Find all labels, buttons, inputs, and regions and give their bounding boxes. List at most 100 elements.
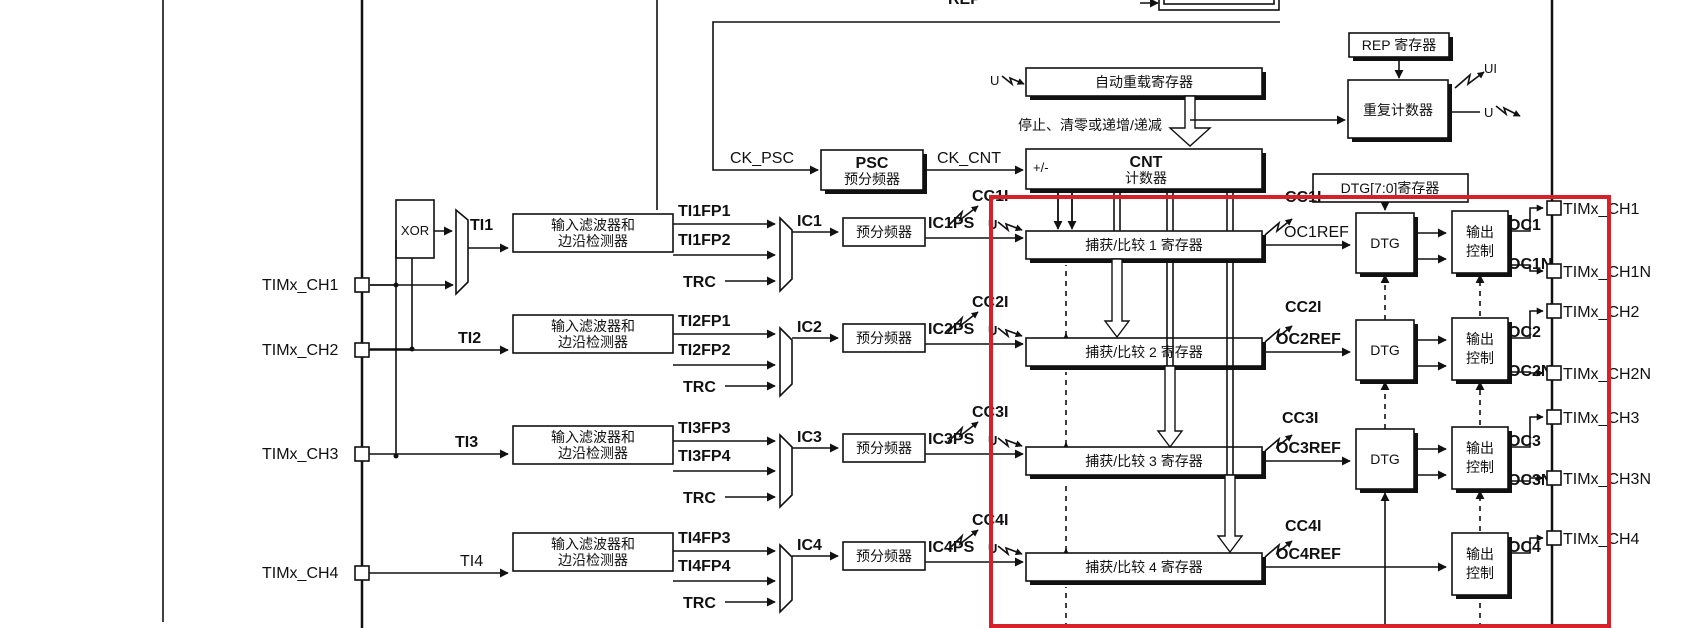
ocref-label: OC3REF — [1276, 440, 1341, 457]
ccr2-to-ccr3-arrow — [1156, 365, 1184, 449]
cci-interrupt-arrow — [947, 421, 979, 443]
xor-gate: XOR — [395, 199, 435, 259]
trc-label: TRC — [683, 274, 716, 291]
output-line — [1508, 307, 1544, 339]
filter-label-bottom: 边沿检测器 — [558, 334, 628, 350]
ccr-u-arrow — [997, 545, 1023, 557]
fp-label: TI4FP3 — [678, 530, 731, 547]
cnt-title: CNT — [1130, 154, 1163, 171]
rep-u-label: U — [1484, 105, 1493, 120]
capture-compare-register — [1025, 230, 1263, 260]
output-control-label-1: 输出 — [1466, 440, 1494, 456]
ic-prescaler — [842, 217, 926, 247]
output-control-block — [1451, 210, 1509, 274]
output-line — [1508, 413, 1544, 448]
filter-label-bottom: 边沿检测器 — [558, 552, 628, 568]
highlight-region — [989, 195, 1611, 628]
fp-label: TI3FP3 — [678, 420, 731, 437]
capture-compare-register — [1025, 337, 1263, 367]
ccr-label: 捕获/比较 4 寄存器 — [1085, 559, 1202, 575]
dtg-register-label: DTG[7:0]寄存器 — [1341, 180, 1440, 196]
output-control-label-2: 控制 — [1466, 565, 1494, 581]
output-control-label-2: 控制 — [1466, 459, 1494, 475]
fp-label: TI1FP2 — [678, 232, 731, 249]
filter-label-top: 输入滤波器和 — [551, 217, 635, 233]
input-pin-label: TIMx_CH4 — [262, 565, 339, 582]
trc-label: TRC — [683, 379, 716, 396]
output-pin-label: TIMx_CH1 — [1563, 201, 1640, 218]
ic-prescaler — [842, 541, 926, 571]
ic-select-mux — [779, 216, 793, 293]
trc-label: TRC — [683, 490, 716, 507]
dtg-label: DTG — [1370, 342, 1400, 358]
arr-u-arrow — [1001, 75, 1025, 87]
ti-label: TI4 — [460, 553, 483, 570]
rep-register: REP 寄存器 — [1348, 32, 1453, 61]
output-control-label-2: 控制 — [1466, 243, 1494, 259]
ti-label: TI1 — [470, 217, 493, 234]
input-filter-block — [512, 213, 674, 253]
cci-interrupt-arrow — [947, 529, 979, 551]
dtg-block — [1355, 212, 1415, 274]
fp-label: TI4FP4 — [678, 558, 731, 575]
input-filter-block — [512, 532, 674, 572]
ic-label: IC2 — [797, 319, 822, 336]
output-pin — [1546, 470, 1562, 486]
psc-subtitle: 预分频器 — [844, 171, 900, 187]
output-pin-label: TIMx_CH2 — [1563, 304, 1640, 321]
cc-out-interrupt-arrow — [1264, 540, 1293, 558]
output-line — [1508, 204, 1544, 232]
ccr-label: 捕获/比较 3 寄存器 — [1085, 453, 1202, 469]
ocref-label: OC2REF — [1276, 331, 1341, 348]
cc-out-label: CC4I — [1285, 518, 1321, 535]
cc-out-interrupt-arrow — [1264, 434, 1293, 452]
ic-prescaler — [842, 323, 926, 353]
output-control-label-1: 输出 — [1466, 546, 1494, 562]
top-cutoff-label: REP — [948, 0, 981, 8]
ic-prescaler — [842, 433, 926, 463]
filter-label-top: 输入滤波器和 — [551, 536, 635, 552]
auto-reload-register: 自动重载寄存器 — [1025, 67, 1266, 100]
rep-register-label: REP 寄存器 — [1362, 37, 1436, 53]
rep-counter-label: 重复计数器 — [1363, 102, 1433, 118]
cnt-block: +/- CNT 计数器 — [1025, 148, 1266, 193]
repetition-counter: 重复计数器 — [1347, 79, 1452, 142]
ck-psc-label: CK_PSC — [730, 150, 794, 167]
oc-label: OC2 — [1508, 324, 1541, 341]
ic-label: IC4 — [797, 537, 822, 554]
output-pin — [1546, 200, 1562, 216]
input-pin-4 — [354, 565, 370, 581]
filter-label-bottom: 边沿检测器 — [558, 233, 628, 249]
arr-to-cnt-arrow — [1168, 95, 1212, 147]
cci-interrupt-arrow — [947, 205, 979, 227]
cnt-direction: +/- — [1033, 160, 1049, 175]
cc-out-interrupt-arrow — [1264, 218, 1293, 236]
cc-out-label: CC3I — [1282, 410, 1318, 427]
prescaler-label: 预分频器 — [856, 440, 912, 456]
output-pin — [1546, 365, 1562, 381]
ccr-u-arrow — [997, 437, 1023, 449]
cc-out-interrupt-arrow — [1264, 325, 1293, 343]
ic-label: IC1 — [797, 213, 822, 230]
ic-select-mux — [779, 433, 793, 509]
output-control-block — [1451, 426, 1509, 490]
ui-label: UI — [1484, 61, 1497, 76]
capture-compare-register — [1025, 552, 1263, 582]
cci-interrupt-arrow — [947, 311, 979, 333]
auto-reload-label: 自动重载寄存器 — [1095, 74, 1193, 90]
ui-interrupt-arrow — [1454, 71, 1485, 89]
ccr-label: 捕获/比较 2 寄存器 — [1085, 344, 1202, 360]
fp-label: TI3FP4 — [678, 448, 731, 465]
prescaler-label: 预分频器 — [856, 548, 912, 564]
ccr-u-arrow — [997, 221, 1023, 233]
trc-label: TRC — [683, 595, 716, 612]
input-pin-label: TIMx_CH3 — [262, 446, 339, 463]
output-pin-label: TIMx_CH4 — [1563, 531, 1640, 548]
ck-psc-feed-line — [712, 21, 1280, 175]
output-line — [1508, 474, 1544, 482]
output-line — [1508, 534, 1544, 554]
psc-title: PSC — [856, 155, 889, 172]
output-line — [1508, 369, 1544, 377]
ti-label: TI2 — [458, 330, 481, 347]
